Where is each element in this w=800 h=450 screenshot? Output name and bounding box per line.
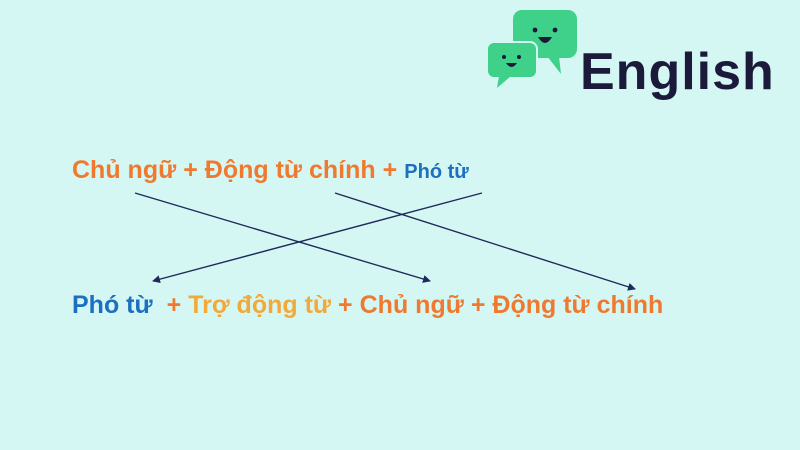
plus-sign: + bbox=[338, 291, 353, 319]
plus-sign: + bbox=[470, 291, 486, 319]
subject-term: Chủ ngữ bbox=[72, 156, 177, 184]
adverb-term: Phó từ bbox=[72, 291, 153, 319]
plus-sign: + bbox=[382, 156, 398, 184]
main-verb-arrow bbox=[334, 192, 636, 291]
auxiliary-verb-term: Trợ động từ bbox=[188, 291, 332, 319]
main-verb-term: Động từ chính bbox=[204, 156, 376, 184]
main-verb-term: Động từ chính bbox=[492, 291, 664, 319]
brand-logo: English bbox=[485, 8, 785, 108]
chat-bubbles-smiley-icon bbox=[486, 10, 577, 88]
plus-sign: + bbox=[183, 156, 198, 184]
subject-term: Chủ ngữ bbox=[359, 291, 464, 319]
adverb-term: Phó từ bbox=[404, 161, 469, 183]
subject-arrow bbox=[134, 192, 431, 283]
statement-formula: Chủ ngữ+Động từ chính+Phó từ bbox=[72, 158, 469, 183]
brand-name: English bbox=[580, 43, 775, 101]
inverted-formula: Phó từ+Trợ động từ+Chủ ngữ+Động từ chính bbox=[72, 293, 663, 318]
adverb-arrow bbox=[152, 192, 483, 284]
plus-sign: + bbox=[166, 291, 182, 319]
